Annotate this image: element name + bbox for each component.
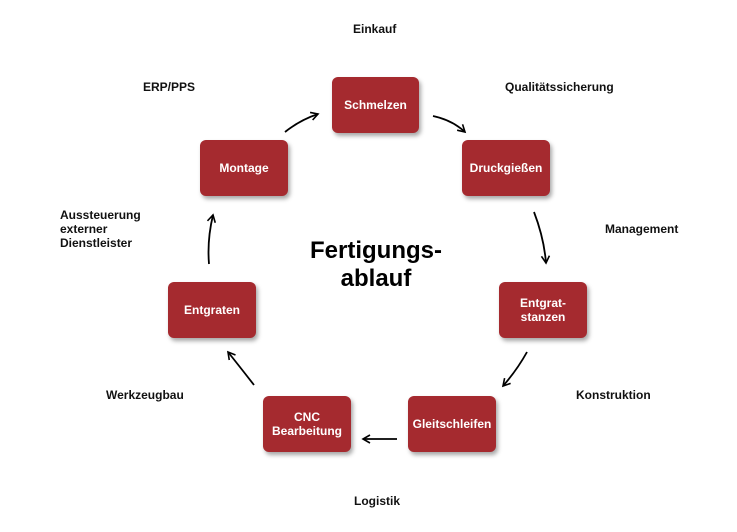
label-einkauf: Einkauf bbox=[353, 22, 397, 36]
arrow-entgratstanzen-to-gleitschleifen bbox=[501, 351, 528, 388]
arrow-cnc-to-entgraten bbox=[226, 350, 255, 386]
label-erp-pps: ERP/PPS bbox=[143, 80, 196, 94]
step-cnc-bearbeitung: CNC Bearbeitung bbox=[263, 396, 351, 452]
step-entgratstanzen: Entgrat- stanzen bbox=[499, 282, 587, 338]
arrow-entgraten-to-montage bbox=[206, 213, 217, 265]
arrow-schmelzen-to-druckgiessen bbox=[432, 115, 467, 134]
step-schmelzen: Schmelzen bbox=[332, 77, 419, 133]
step-montage: Montage bbox=[200, 140, 288, 196]
label-qualitaetssicherung: Qualitätssicherung bbox=[505, 80, 614, 94]
label-aussteuerung: Aussteuerung externer Dienstleister bbox=[60, 208, 141, 250]
label-werkzeugbau: Werkzeugbau bbox=[106, 388, 184, 402]
label-management: Management bbox=[605, 222, 679, 236]
step-druckgiessen: Druckgießen bbox=[462, 140, 550, 196]
arrow-druckgiessen-to-entgratstanzen bbox=[533, 211, 551, 265]
label-konstruktion: Konstruktion bbox=[576, 388, 651, 402]
arrow-montage-to-schmelzen bbox=[284, 111, 320, 133]
step-entgraten: Entgraten bbox=[168, 282, 256, 338]
step-gleitschleifen: Gleitschleifen bbox=[408, 396, 496, 452]
label-logistik: Logistik bbox=[354, 494, 401, 508]
diagram-title: Fertigungs- ablauf bbox=[310, 237, 442, 292]
